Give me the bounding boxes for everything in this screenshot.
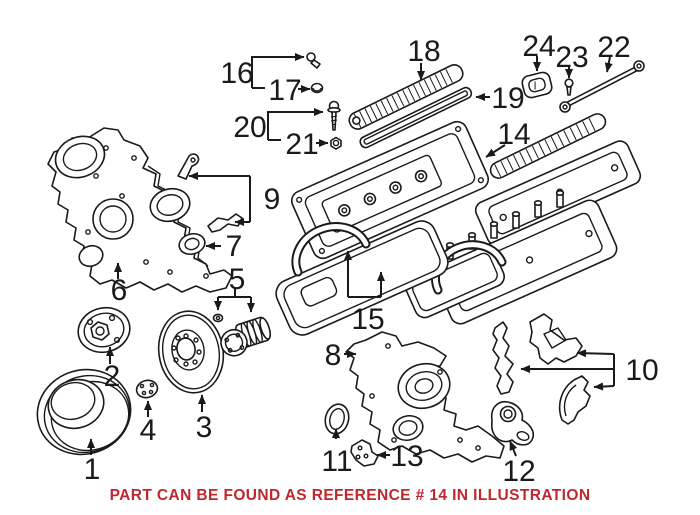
callout-12: 12: [502, 455, 535, 488]
callout-24: 24: [522, 30, 555, 63]
callout-22: 22: [597, 31, 630, 64]
callout-9: 9: [264, 183, 281, 216]
callout-14: 14: [497, 118, 530, 151]
part-support-rail-upper: [177, 153, 200, 180]
part-cap-24: [521, 71, 553, 99]
part-pump-5b: [220, 316, 272, 357]
callout-11: 11: [321, 445, 352, 478]
part-flexplate-3: [157, 310, 225, 394]
part-crank-pulley-1: [36, 368, 132, 456]
part-grommet-17: [310, 82, 324, 94]
callout-15: 15: [351, 303, 384, 336]
part-front-timing-cover-6: [47, 127, 233, 293]
callout-20: 20: [233, 111, 266, 144]
callout-1: 1: [84, 453, 101, 486]
callout-3: 3: [196, 411, 213, 444]
part-gasket-lower-right: [558, 375, 591, 425]
callout-10: 10: [625, 354, 658, 387]
part-screw-16: [306, 52, 321, 69]
callout-5: 5: [229, 263, 246, 296]
part-bolt-23: [564, 78, 574, 96]
part-clip-13: [350, 439, 379, 467]
callout-16: 16: [220, 57, 253, 90]
part-valve-cover-gasket-19: [359, 86, 473, 149]
part-lower-timing-cover-8: [345, 331, 505, 463]
part-plate-4: [135, 379, 159, 399]
part-gasket-upper-right: [529, 313, 583, 365]
part-ribbed-trim-strip-18: [348, 64, 464, 130]
callout-numbers: 1 2 3 4 5 6 7 8 9 10 11 12 13 14 15 16 1…: [84, 30, 659, 488]
part-ribbed-trim-strip-right: [489, 113, 607, 179]
callout-6: 6: [111, 274, 128, 307]
callout-18: 18: [407, 35, 440, 68]
callout-13: 13: [390, 440, 423, 473]
callout-4: 4: [140, 414, 157, 447]
caption: PART CAN BE FOUND AS REFERENCE # 14 IN I…: [110, 487, 591, 504]
part-support-rod-22: [559, 60, 645, 113]
part-hub-2: [77, 306, 131, 354]
part-cam-hoop-left: [291, 222, 371, 277]
part-bracket-12: [490, 400, 535, 446]
callout-21: 21: [285, 128, 318, 161]
callout-17: 17: [268, 74, 301, 107]
callout-19: 19: [491, 82, 524, 115]
part-bolt-20: [327, 100, 341, 131]
callout-2: 2: [104, 360, 121, 393]
callout-8: 8: [325, 339, 342, 372]
callout-23: 23: [555, 41, 588, 74]
part-gasket-tall-thin: [492, 321, 514, 395]
callout-leaders: [87, 53, 615, 459]
callout-7: 7: [226, 230, 243, 263]
part-nut-21: [330, 136, 342, 150]
part-seal-5a: [212, 313, 224, 323]
